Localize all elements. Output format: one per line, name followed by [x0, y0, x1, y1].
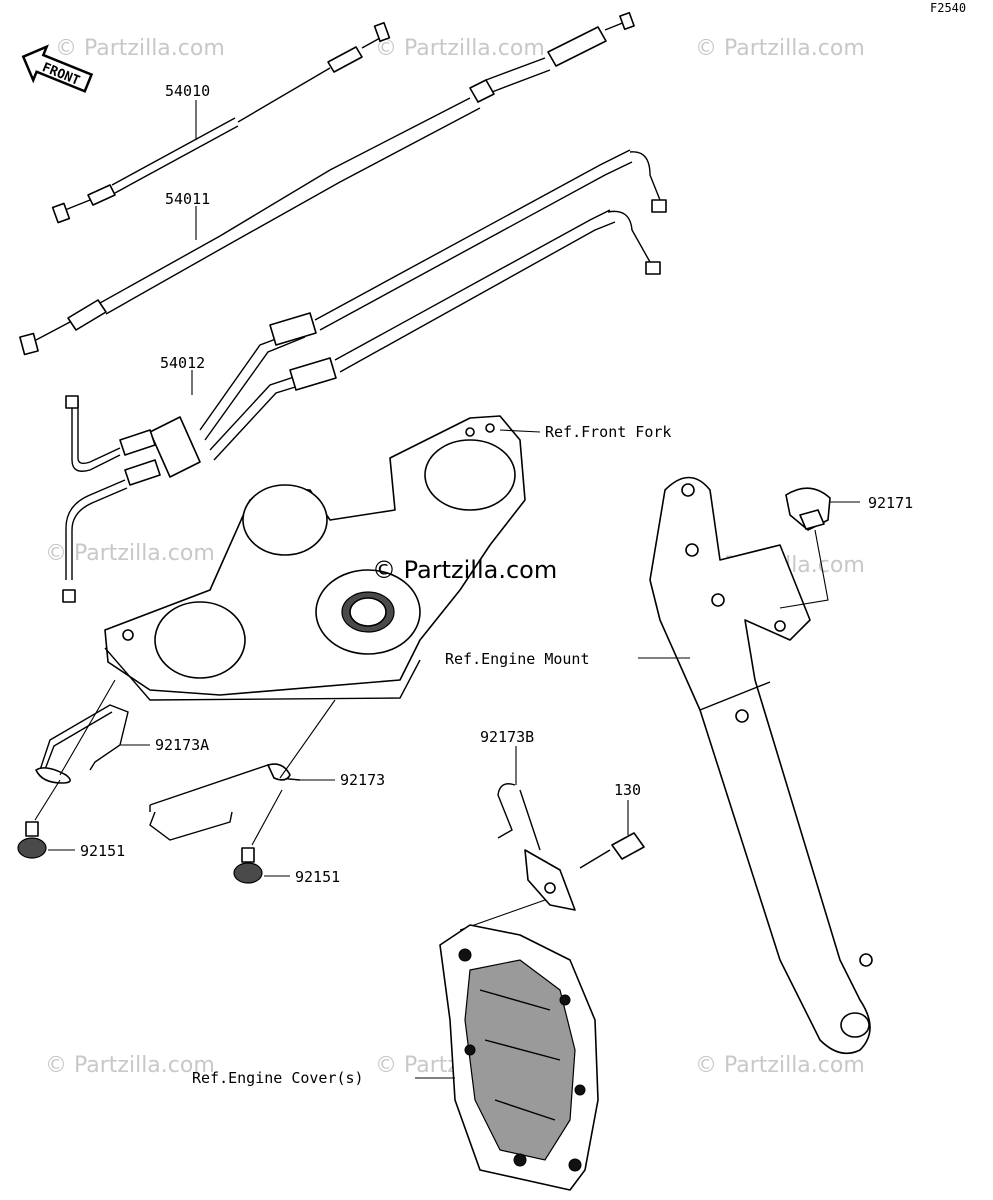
part-label-92173B[interactable]: 92173B — [480, 728, 534, 746]
part-label-92151-b[interactable]: 92151 — [295, 868, 340, 886]
watermark: © Partzilla.com — [55, 36, 225, 61]
leader-front-fork — [499, 429, 541, 433]
part-label-54011[interactable]: 54011 — [165, 190, 210, 208]
wire-guide-92173A — [35, 704, 129, 784]
ref-engine-cover-label[interactable]: Ref.Engine Cover(s) — [192, 1069, 364, 1087]
leader-92173A-up — [59, 679, 116, 776]
ref-front-fork-label[interactable]: Ref.Front Fork — [545, 423, 671, 441]
part-label-92173A[interactable]: 92173A — [155, 736, 209, 754]
ref-engine-mount-label[interactable]: Ref.Engine Mount — [445, 650, 590, 668]
part-label-92171[interactable]: 92171 — [868, 494, 913, 512]
part-label-54012[interactable]: 54012 — [160, 354, 205, 372]
throttle-cables-54012 — [62, 149, 667, 603]
bolt-130 — [579, 832, 645, 869]
engine-cover — [439, 924, 599, 1191]
watermark: © Partzilla.com — [695, 1053, 865, 1078]
leader-cover-link — [459, 899, 546, 931]
part-label-92173[interactable]: 92173 — [340, 771, 385, 789]
watermark: © Partzilla.com — [45, 541, 215, 566]
watermark: © Partzilla.com — [375, 36, 545, 61]
watermark: © Partzilla.com — [45, 1053, 215, 1078]
clutch-cable-54010 — [51, 21, 391, 224]
leader-92151-b-up — [251, 789, 283, 846]
engine-mount-bracket — [649, 476, 873, 1055]
bracket-92173B — [497, 783, 576, 911]
leader-92173-up — [279, 699, 336, 779]
watermark-main: © Partzilla.com — [372, 556, 557, 584]
steering-bracket — [104, 415, 526, 701]
figure-code: F2540 — [930, 1, 966, 15]
wire-guide-92173 — [149, 763, 301, 841]
cable-54011 — [19, 11, 635, 356]
watermark: © Partzilla.com — [695, 36, 865, 61]
part-label-92151-a[interactable]: 92151 — [80, 842, 125, 860]
part-label-130[interactable]: 130 — [614, 781, 641, 799]
part-label-54010[interactable]: 54010 — [165, 82, 210, 100]
cable-clamp-92171 — [785, 487, 831, 531]
screw-92151-a — [17, 821, 47, 859]
leader-92151-a-up — [34, 779, 61, 821]
screw-92151-b — [233, 847, 263, 884]
leader-92171-b — [779, 529, 829, 609]
